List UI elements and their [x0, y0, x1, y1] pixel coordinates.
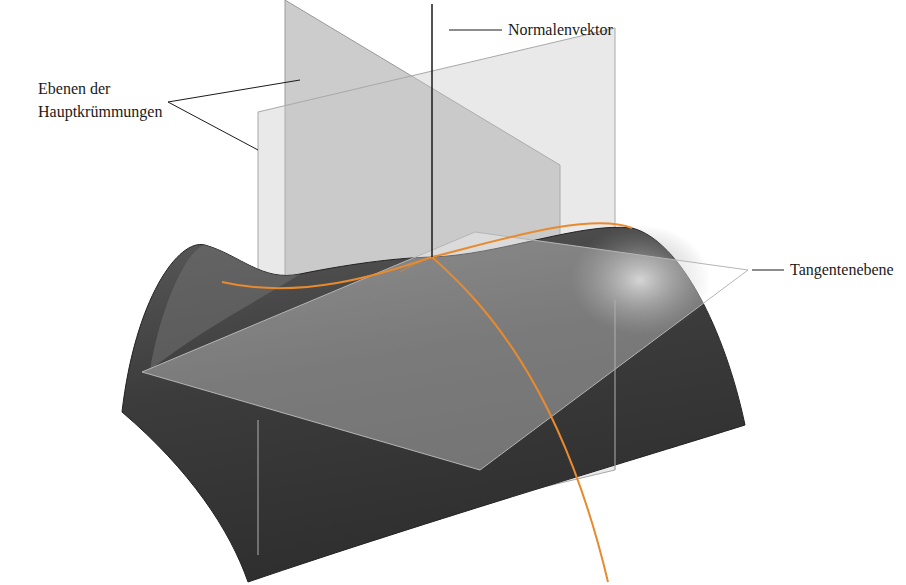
plane-edge: [258, 420, 259, 555]
curvature-line: [400, 257, 432, 272]
curvature-line: [432, 257, 608, 582]
leader-line: [752, 270, 784, 271]
curvature-line: [222, 223, 632, 288]
normal-vector: [431, 4, 433, 257]
leader-line: [168, 80, 300, 102]
leader-line: [168, 102, 258, 150]
callout-label: Tangentenebene: [790, 258, 894, 281]
callout-label: Normalenvektor: [508, 18, 613, 41]
plane-edge: [615, 300, 616, 470]
leader-line: [449, 30, 502, 31]
callout-label: Ebenen der Hauptkrümmungen: [38, 77, 170, 123]
